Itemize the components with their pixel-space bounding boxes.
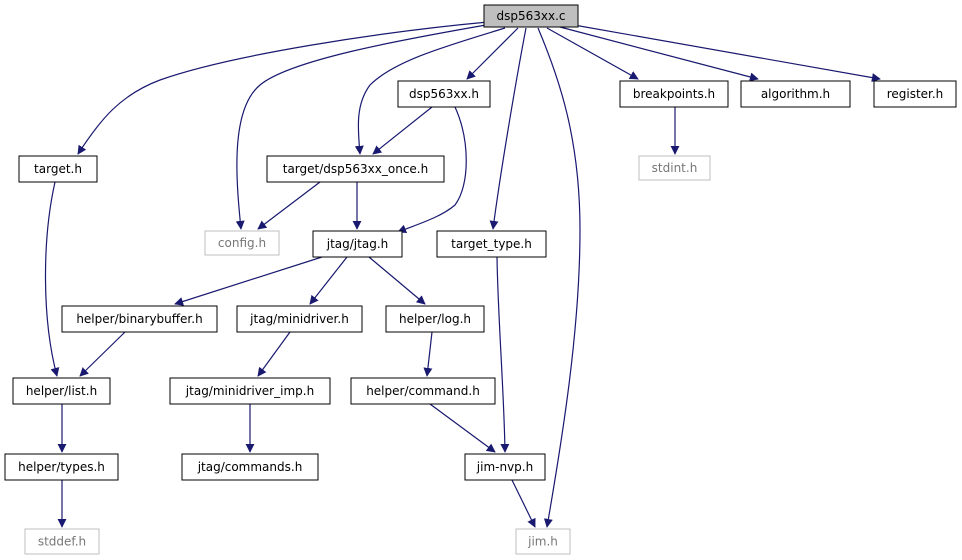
edge-dsp563xx_c-to-jim_h — [537, 27, 581, 528]
node-box — [4, 453, 119, 481]
node-box — [638, 155, 711, 181]
node-stddef-h: stddef.h — [24, 528, 100, 555]
edge-jtag_h-to-binarybuffer_h — [174, 256, 323, 306]
node-jtag-h[interactable]: jtag/jtag.h — [312, 230, 403, 258]
node-label: jim.h — [527, 535, 558, 549]
node-label: stddef.h — [38, 535, 86, 549]
node-box — [740, 80, 851, 108]
node-box — [436, 230, 547, 258]
node-label: dsp563xx.h — [409, 87, 479, 101]
node-box — [312, 230, 403, 258]
edge-binarybuffer_h-to-list_h — [79, 331, 126, 377]
node-target-h[interactable]: target.h — [18, 155, 98, 183]
node-register-h[interactable]: register.h — [873, 80, 957, 108]
node-box — [350, 377, 496, 405]
node-algorithm-h[interactable]: algorithm.h — [740, 80, 851, 108]
edge-jim_nvp_h-to-jim_h — [511, 479, 536, 528]
edge-minidriver_h-to-minidriver_imp_h — [257, 331, 291, 377]
node-label: helper/types.h — [18, 460, 105, 474]
node-label: helper/binarybuffer.h — [76, 312, 202, 326]
edge-target_h-to-list_h — [44, 181, 60, 377]
edge-dsp563xx_c-to-once_h — [354, 27, 506, 155]
edge-command_h-to-jim_nvp_h — [429, 403, 496, 453]
node-box — [236, 305, 363, 333]
node-box — [181, 453, 319, 481]
node-label: stdint.h — [652, 161, 698, 175]
node-label: jtag/minidriver_imp.h — [185, 384, 314, 398]
nodes-layer: dsp563xx.c target.h config.h dsp563xx.h targ… — [4, 4, 957, 555]
node-label: config.h — [218, 236, 266, 250]
edge-jtag_h-to-log_h — [368, 256, 426, 305]
node-label: dsp563xx.c — [496, 9, 565, 23]
node-box — [873, 80, 957, 108]
node-box — [204, 230, 280, 256]
node-box — [385, 305, 485, 333]
node-label: helper/log.h — [399, 312, 471, 326]
node-binarybuffer-h[interactable]: helper/binarybuffer.h — [61, 305, 218, 333]
node-minidriver-h[interactable]: jtag/minidriver.h — [236, 305, 363, 333]
node-dsp563xx-c[interactable]: dsp563xx.c — [483, 4, 579, 28]
node-target-type-h[interactable]: target_type.h — [436, 230, 547, 258]
node-label: helper/command.h — [366, 384, 480, 398]
edge-dsp563xx_c-to-config_h — [235, 24, 487, 230]
edge-dsp563xx_c-to-algorithm_h — [559, 26, 759, 82]
node-box — [12, 377, 111, 405]
node-box — [18, 155, 98, 183]
node-once-h[interactable]: target/dsp563xx_once.h — [266, 155, 445, 183]
edge-jtag_h-to-minidriver_h — [309, 256, 348, 305]
edges-layer — [44, 21, 881, 528]
node-box — [397, 80, 491, 108]
edge-dsp563xx_h-to-once_h — [372, 106, 433, 155]
edge-dsp563xx_c-to-target_h — [77, 21, 489, 155]
node-types-h[interactable]: helper/types.h — [4, 453, 119, 481]
node-label: target/dsp563xx_once.h — [283, 162, 428, 176]
node-dsp563xx-h[interactable]: dsp563xx.h — [397, 80, 491, 108]
node-label: jim-nvp.h — [476, 460, 533, 474]
node-box — [61, 305, 218, 333]
node-config-h: config.h — [204, 230, 280, 256]
edge-dsp563xx_h-to-jtag_h — [397, 106, 467, 234]
node-label: breakpoints.h — [633, 87, 715, 101]
edge-dsp563xx_c-to-dsp563xx_h — [466, 27, 519, 80]
node-box — [464, 453, 546, 481]
node-box — [169, 377, 331, 405]
node-minidriver-imp-h[interactable]: jtag/minidriver_imp.h — [169, 377, 331, 405]
node-label: jtag/commands.h — [197, 460, 303, 474]
node-breakpoints-h[interactable]: breakpoints.h — [619, 80, 729, 108]
node-label: target.h — [34, 162, 82, 176]
node-box — [24, 528, 100, 555]
edge-once_h-to-config_h — [257, 181, 321, 230]
node-label: algorithm.h — [761, 87, 830, 101]
node-list-h[interactable]: helper/list.h — [12, 377, 111, 405]
node-log-h[interactable]: helper/log.h — [385, 305, 485, 333]
node-command-h[interactable]: helper/command.h — [350, 377, 496, 405]
node-box — [266, 155, 445, 183]
node-box — [515, 528, 571, 555]
node-label: helper/list.h — [26, 384, 97, 398]
edge-dsp563xx_c-to-register_h — [573, 24, 881, 83]
edge-dsp563xx_c-to-target_type_h — [489, 27, 527, 230]
edge-target_type_h-to-jim_nvp_h — [496, 256, 510, 453]
node-label: jtag/minidriver.h — [249, 312, 349, 326]
node-stdint-h: stdint.h — [638, 155, 711, 181]
node-jim-nvp-h[interactable]: jim-nvp.h — [464, 453, 546, 481]
node-box — [619, 80, 729, 108]
node-label: target_type.h — [451, 237, 532, 251]
node-jim-h: jim.h — [515, 528, 571, 555]
node-box — [483, 4, 579, 28]
node-commands-h[interactable]: jtag/commands.h — [181, 453, 319, 481]
node-label: register.h — [887, 87, 944, 101]
node-label: jtag/jtag.h — [326, 237, 388, 251]
edge-log_h-to-command_h — [423, 331, 433, 377]
edge-dsp563xx_c-to-breakpoints_h — [546, 27, 639, 80]
